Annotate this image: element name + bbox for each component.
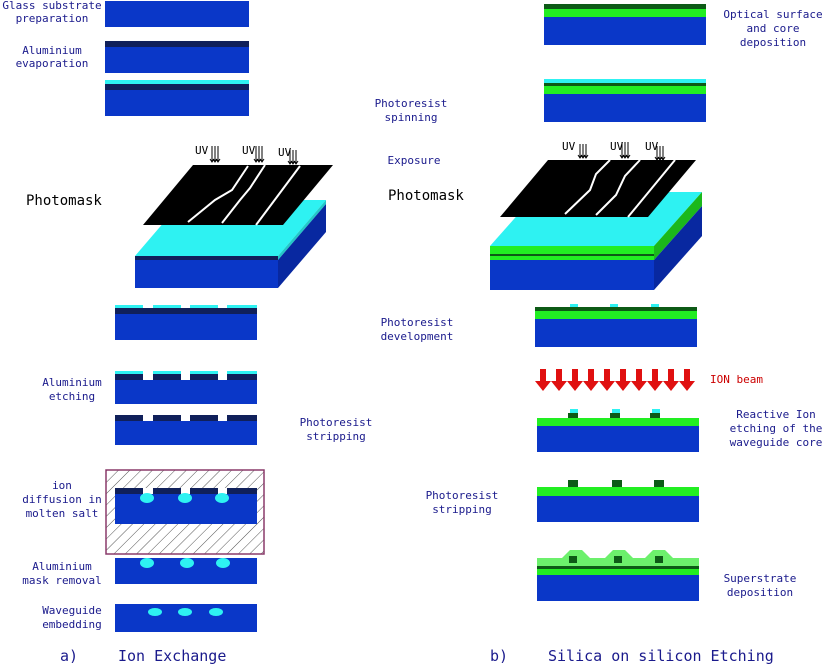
label-alu-evap-1: Aluminium [22, 44, 82, 57]
left-uv-arrows: UV UV UV [195, 144, 299, 165]
right-block-side-sub [654, 206, 702, 290]
right-uv-3: UV [645, 140, 659, 153]
left-block-front [135, 260, 278, 288]
label-dev-1: Photoresist [381, 316, 454, 329]
left-block-front-alu [135, 256, 278, 260]
alu-layer [105, 41, 249, 47]
left-development [115, 305, 257, 340]
label-glass-1: Glass substrate [2, 0, 101, 12]
label-pr-strip-1: Photoresist [300, 416, 373, 429]
ion-beam-arrows [535, 369, 695, 391]
glass-substrate [105, 1, 249, 27]
pr-layer [105, 80, 249, 84]
right-photomask [500, 160, 696, 217]
right-uv-2: UV [610, 140, 624, 153]
right-block-side-core [654, 192, 702, 260]
label-ion-diff-3: molten salt [26, 507, 99, 520]
right-block-front-dark [490, 254, 654, 256]
label-ion-diff-2: diffusion in [22, 493, 101, 506]
label-ion-diff-1: ion [52, 479, 72, 492]
label-dev-2: development [381, 330, 454, 343]
label-spin-2: spinning [385, 111, 438, 124]
right-mask-line-3 [627, 159, 676, 218]
right-mask-line-2 [595, 159, 641, 216]
label-alu-etch-1: Aluminium [42, 376, 102, 389]
pr-substrate [105, 90, 249, 116]
label-superstrate-2: deposition [727, 586, 793, 599]
label-alu-evap-2: evaporation [16, 57, 89, 70]
alu-substrate [105, 47, 249, 73]
right-superstrate [537, 550, 699, 601]
label-dep-3: deposition [740, 36, 806, 49]
dep-core-top [544, 4, 706, 9]
label-superstrate-1: Superstrate [724, 572, 797, 585]
label-right-strip-2: stripping [432, 503, 492, 516]
left-photomask-label: Photomask [26, 193, 102, 209]
label-rie-1: Reactive Ion [736, 408, 815, 421]
left-ion-diffusion [105, 469, 265, 555]
left-block-side [278, 204, 326, 288]
right-uv-arrows: UV UV UV [562, 140, 666, 161]
label-pr-strip-2: stripping [306, 430, 366, 443]
dep-substrate [544, 17, 706, 45]
left-mask-removal [115, 558, 257, 584]
left-caption-letter: a) [60, 647, 78, 664]
label-right-strip-1: Photoresist [426, 489, 499, 502]
left-uv-3: UV [278, 146, 292, 159]
label-dep-1: Optical surface [723, 8, 822, 21]
pr-alu-layer [105, 84, 249, 90]
left-uv-2: UV [242, 144, 256, 157]
label-exposure: Exposure [388, 154, 441, 167]
left-block-side-pr [278, 200, 326, 260]
label-rie-3: waveguide core [730, 436, 823, 449]
left-uv-1: UV [195, 144, 209, 157]
label-embedding-1: Waveguide [42, 604, 102, 617]
spin-core [544, 86, 706, 94]
right-column: Optical surface and core deposition Phot… [375, 4, 823, 664]
left-column: Glass substrate preparation Aluminium ev… [2, 0, 372, 664]
label-mask-removal-2: mask removal [22, 574, 101, 587]
label-rie-2: etching of the [730, 422, 823, 435]
spin-dark [544, 83, 706, 86]
right-pr-stripping [537, 480, 699, 522]
right-development [535, 304, 697, 347]
right-photomask-label: Photomask [388, 188, 464, 204]
label-alu-etch-2: etching [49, 390, 95, 403]
left-photomask [143, 165, 333, 225]
left-alu-etching [115, 371, 257, 404]
left-caption: Ion Exchange [118, 647, 226, 664]
right-block-front-sub [490, 260, 654, 290]
label-ion-beam: ION beam [710, 373, 763, 386]
left-mask-line-2 [221, 164, 266, 224]
label-glass-2: preparation [16, 12, 89, 25]
label-dep-2: and core [747, 22, 800, 35]
right-mask-line-1 [564, 159, 611, 215]
right-caption: Silica on silicon Etching [548, 647, 774, 664]
left-mask-line-1 [187, 165, 249, 223]
left-embedding [115, 604, 257, 632]
label-embedding-2: embedding [42, 618, 102, 631]
left-mask-line-3 [255, 165, 301, 226]
right-uv-1: UV [562, 140, 576, 153]
label-mask-removal-1: Aluminium [32, 560, 92, 573]
dep-core [544, 9, 706, 17]
right-rie [537, 409, 699, 452]
left-pr-stripping [115, 415, 257, 445]
right-caption-letter: b) [490, 647, 508, 664]
spin-pr [544, 79, 706, 83]
spin-substrate [544, 94, 706, 122]
right-block-front-core [490, 246, 654, 260]
label-spin-1: Photoresist [375, 97, 448, 110]
